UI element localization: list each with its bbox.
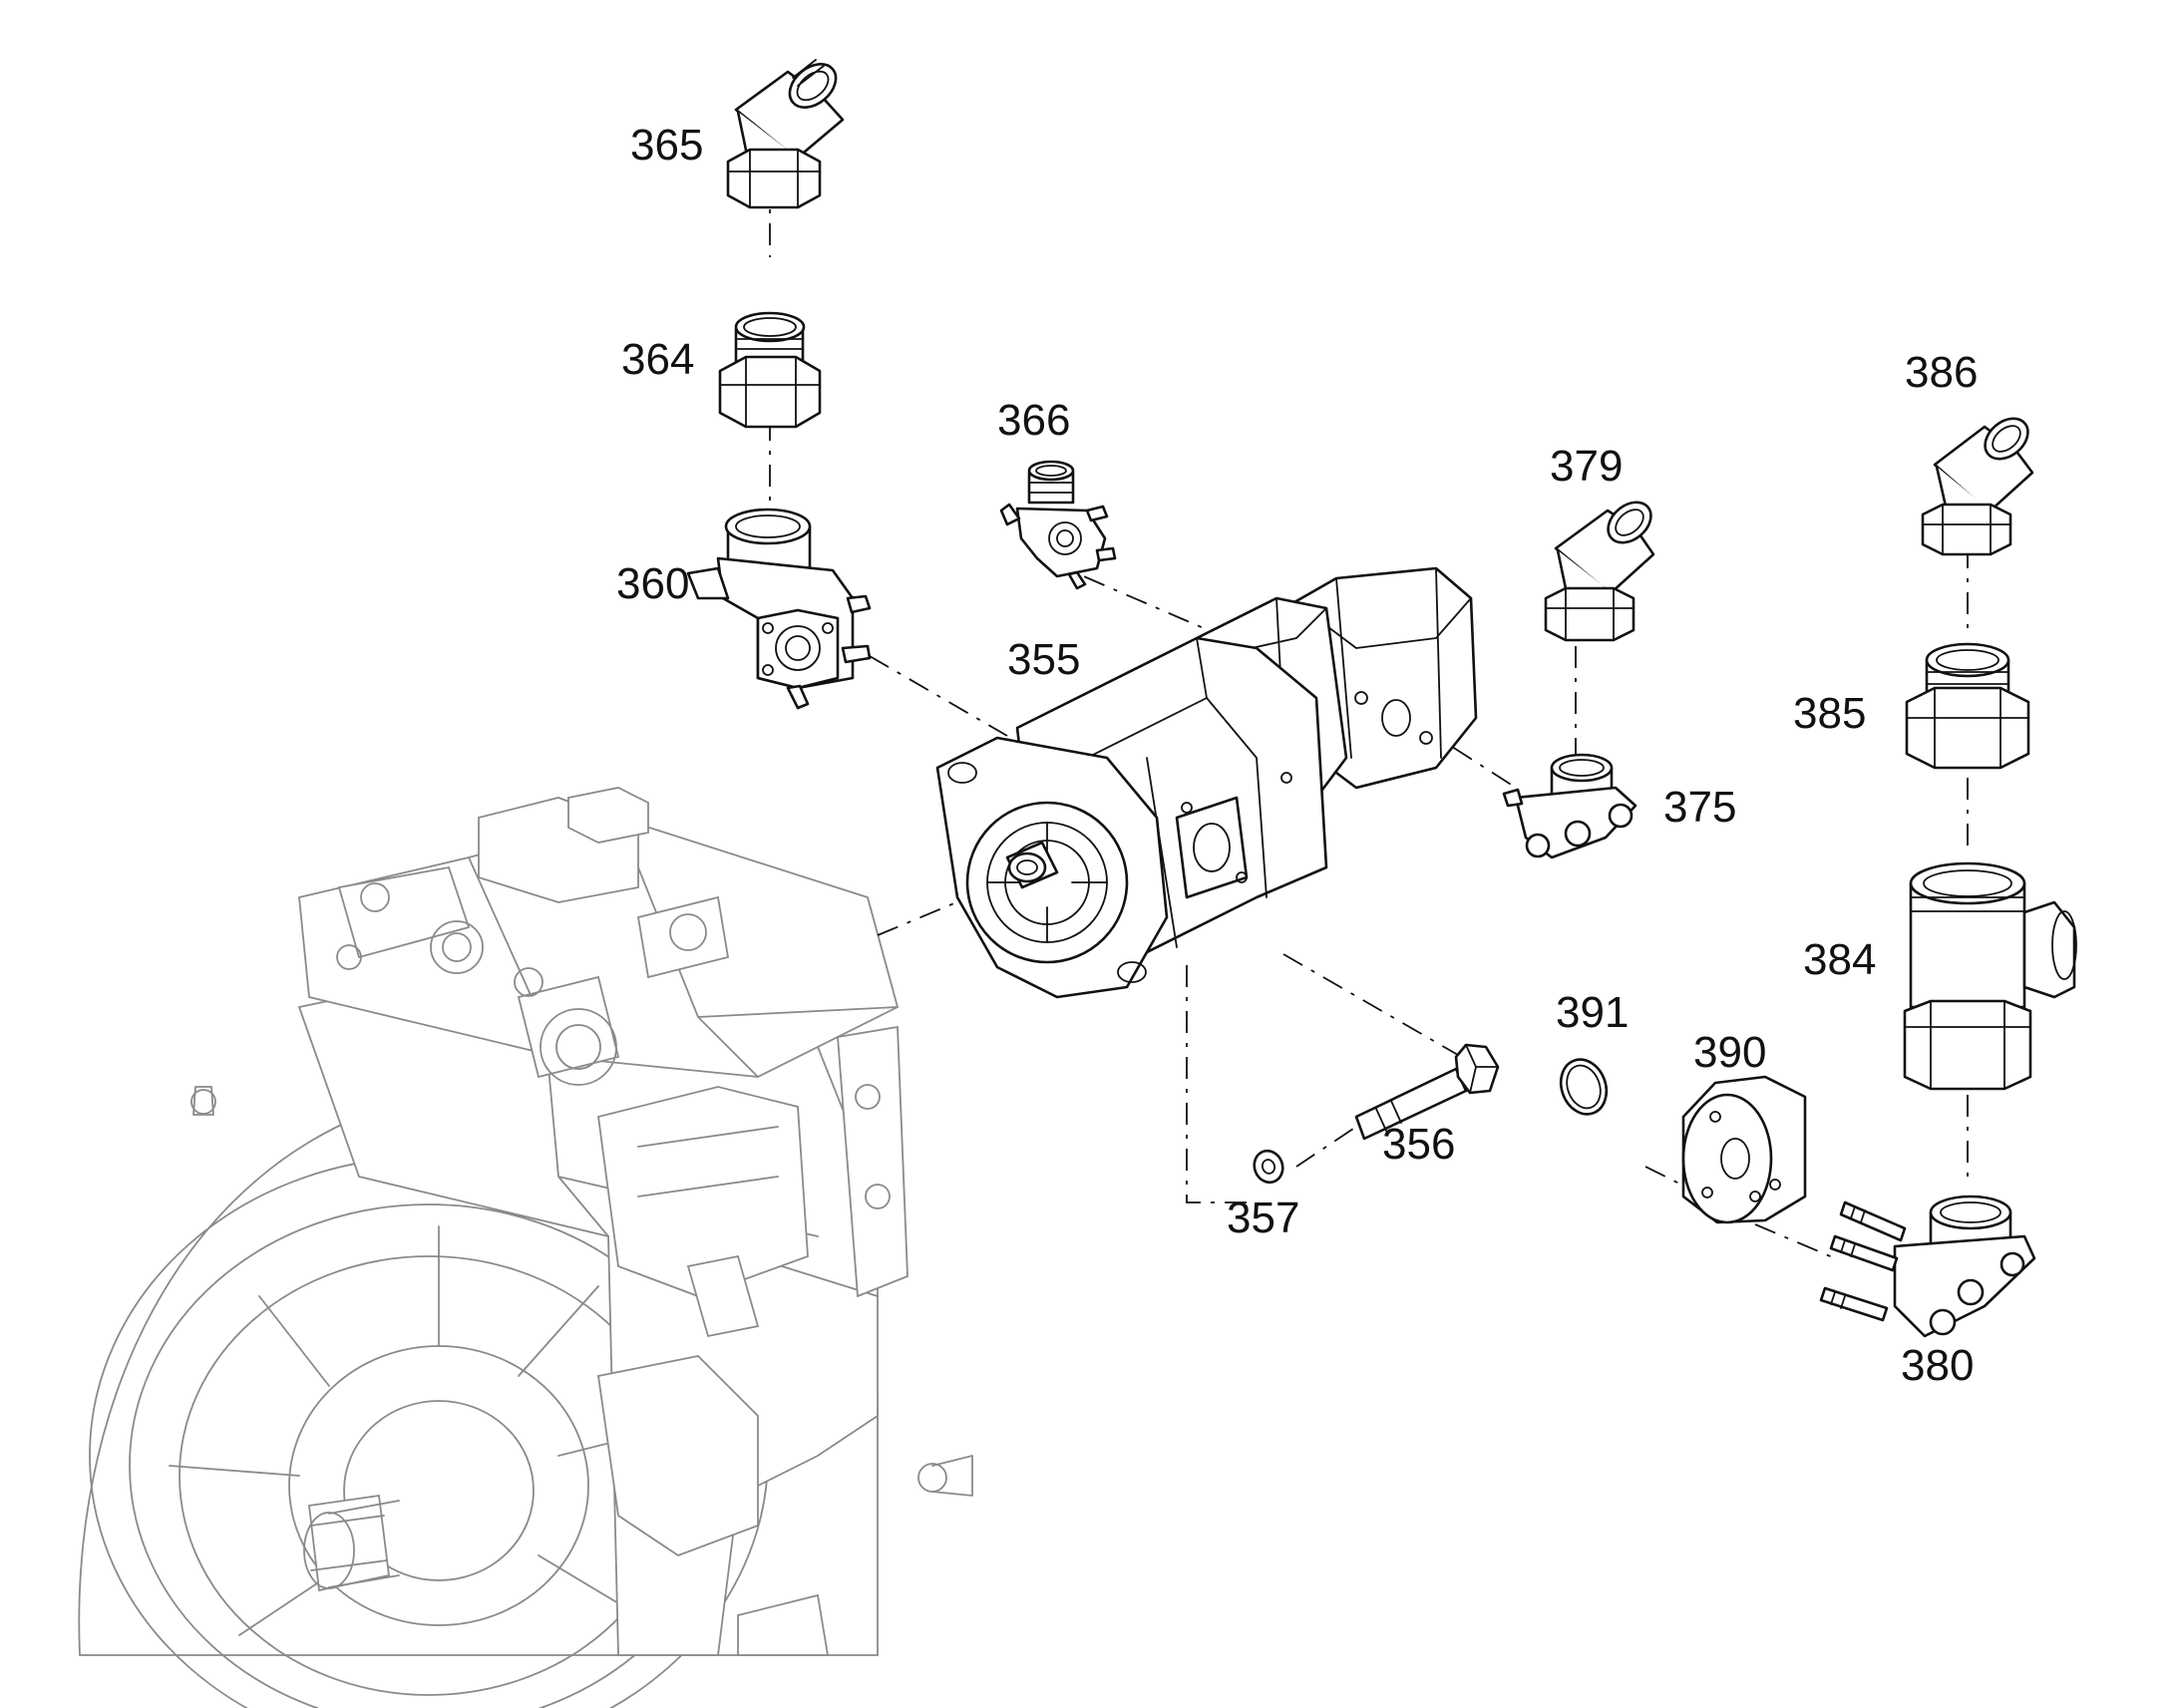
label-366: 366 — [997, 396, 1070, 445]
part-380-flange-fitting — [1819, 1195, 2036, 1338]
part-364-adapter — [718, 311, 822, 429]
part-366-small-flange — [999, 460, 1117, 590]
part-379-elbow-fitting — [1544, 501, 1655, 642]
part-360-flange-fitting — [686, 508, 872, 710]
label-375: 375 — [1663, 783, 1736, 832]
label-390: 390 — [1693, 1028, 1766, 1077]
label-355: 355 — [1007, 635, 1080, 684]
label-379: 379 — [1550, 442, 1623, 491]
label-364: 364 — [621, 335, 694, 384]
label-386: 386 — [1905, 348, 1978, 397]
part-390-spacer — [1681, 1075, 1807, 1224]
label-380: 380 — [1901, 1341, 1974, 1390]
label-391: 391 — [1556, 988, 1629, 1037]
part-391-o-ring — [1559, 1058, 1609, 1116]
label-356: 356 — [1382, 1120, 1455, 1169]
part-384-tee-fitting — [1903, 861, 2077, 1091]
label-384: 384 — [1803, 935, 1876, 984]
part-385-adapter — [1905, 642, 2030, 770]
transmission-housing-background — [78, 787, 973, 1708]
part-356-bolt — [1354, 1043, 1500, 1141]
part-355-gear-pump — [935, 566, 1478, 999]
label-365: 365 — [630, 121, 703, 170]
part-386-elbow-fitting — [1921, 417, 2034, 556]
label-385: 385 — [1793, 689, 1866, 738]
part-375-flange-fitting — [1502, 753, 1637, 859]
part-number-labels: 365 364 366 379 386 360 355 385 375 384 … — [616, 121, 1978, 1390]
label-357: 357 — [1227, 1194, 1299, 1242]
part-357-washer — [1253, 1149, 1284, 1185]
part-365-elbow-fitting — [726, 59, 845, 209]
label-360: 360 — [616, 559, 689, 608]
